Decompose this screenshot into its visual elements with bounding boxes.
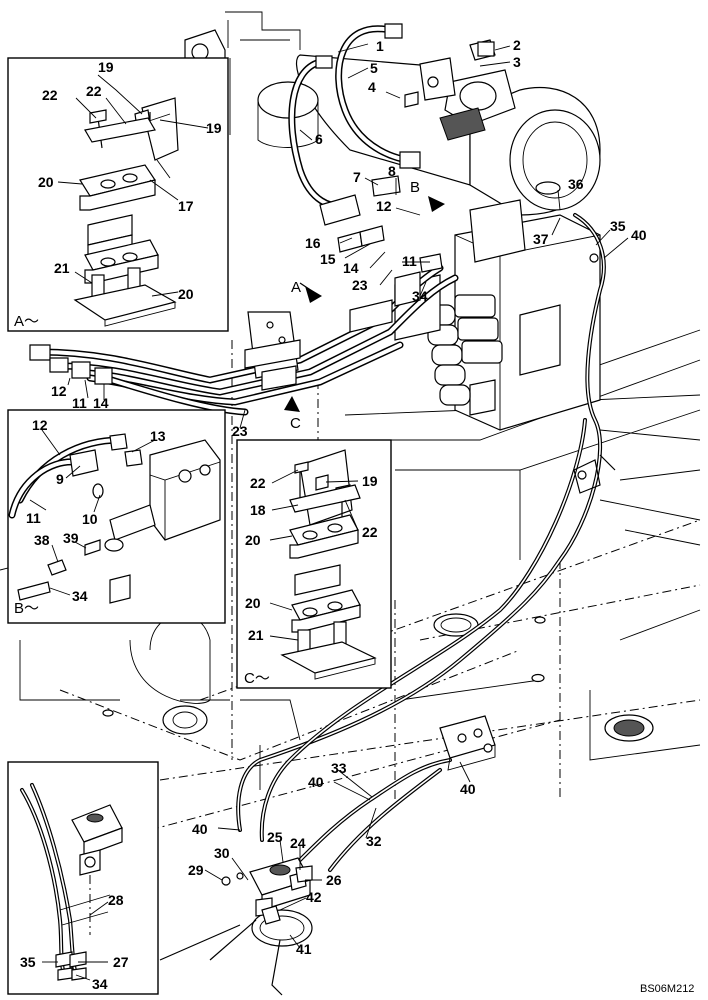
inset-a-callout-22-left: 22 [42, 87, 58, 103]
callout-25: 25 [267, 829, 283, 845]
view-marker-c: C [290, 415, 301, 432]
callout-35: 35 [610, 218, 626, 234]
inset-b-callout-34: 34 [72, 588, 88, 604]
spool-caps [424, 294, 503, 406]
swing-frame-boss [149, 614, 211, 735]
callout-14-left: 14 [93, 395, 109, 411]
callout-41: 41 [296, 941, 312, 957]
callout-12-left: 12 [51, 383, 67, 399]
hydraulic-pump-assembly [295, 39, 601, 216]
callout-40-left: 40 [192, 821, 208, 837]
inset-d-callouts: 28 35 27 34 [20, 892, 129, 992]
floor-openings [102, 613, 654, 947]
callout-23-left: 23 [232, 423, 248, 439]
view-marker-a: A [291, 279, 301, 296]
callout-12: 12 [376, 198, 392, 214]
callout-5: 5 [370, 60, 378, 76]
callout-30: 30 [214, 845, 230, 861]
inset-b-callouts: 12 13 9 11 10 38 39 34 B～ [14, 417, 166, 617]
hose-bundle-a [29, 175, 459, 416]
inset-b-callout-11: 11 [26, 510, 41, 526]
callout-2: 2 [513, 37, 521, 53]
inset-c-callout-20-upper: 20 [245, 532, 261, 548]
inset-a [7, 57, 229, 332]
callout-3: 3 [513, 54, 521, 70]
inset-c [236, 439, 392, 689]
inset-c-callout-19: 19 [362, 473, 378, 489]
callout-11-left: 11 [72, 395, 87, 411]
inset-a-label: A～ [14, 313, 39, 330]
callout-33: 33 [331, 760, 347, 776]
callout-29: 29 [188, 862, 204, 878]
inset-a-callout-20-lower: 20 [178, 286, 194, 302]
inset-d-callout-27: 27 [113, 954, 129, 970]
inset-a-callout-22-mid: 22 [86, 83, 102, 99]
inset-b-callout-13: 13 [150, 428, 166, 444]
inset-b-callout-12: 12 [32, 417, 48, 433]
inset-a-callout-19-top: 19 [98, 59, 114, 75]
inset-a-callout-21: 21 [54, 260, 70, 276]
leader-lines [29, 43, 629, 981]
callout-1: 1 [376, 38, 384, 54]
inset-c-callout-22-right: 22 [362, 524, 378, 540]
travel-pilot-valve [439, 715, 496, 771]
view-arrows [284, 196, 445, 412]
inset-b-callout-10: 10 [82, 511, 98, 527]
inset-c-callout-20-lower: 20 [245, 595, 261, 611]
callout-24: 24 [290, 835, 306, 851]
inset-b-callout-9: 9 [56, 471, 64, 487]
inset-c-callout-18: 18 [250, 502, 266, 518]
inset-b-callout-38: 38 [34, 532, 50, 548]
view-marker-b: B [410, 179, 420, 196]
callout-26: 26 [326, 872, 342, 888]
callout-23: 23 [352, 277, 368, 293]
callout-40-right: 40 [460, 781, 476, 797]
inset-c-label: C～ [244, 670, 270, 687]
callout-16: 16 [305, 235, 321, 251]
callout-11: 11 [402, 253, 417, 269]
callout-7: 7 [353, 169, 361, 185]
inset-c-callouts: 22 19 18 22 20 20 21 C～ [244, 473, 378, 687]
inset-c-callout-22-top: 22 [250, 475, 266, 491]
inset-d-callout-35: 35 [20, 954, 36, 970]
callout-4: 4 [368, 79, 376, 95]
inset-b [7, 409, 226, 624]
inset-b-label: B～ [14, 600, 39, 617]
view-markers: A B C [290, 179, 420, 432]
inset-d-callout-28: 28 [108, 892, 124, 908]
figure-reference: BS06M212 [640, 983, 694, 995]
callout-42: 42 [306, 889, 322, 905]
callout-40: 40 [631, 227, 647, 243]
callout-6: 6 [315, 131, 323, 147]
callout-37: 37 [533, 231, 549, 247]
inset-b-callout-39: 39 [63, 530, 79, 546]
inset-a-callout-20-upper: 20 [38, 174, 54, 190]
inset-a-callout-19-right: 19 [206, 120, 222, 136]
callout-32: 32 [366, 833, 382, 849]
solenoid-valve [159, 857, 313, 996]
inset-a-callout-17: 17 [178, 198, 194, 214]
inset-c-callout-21: 21 [248, 627, 264, 643]
inset-d-callout-34: 34 [92, 976, 108, 992]
callout-15: 15 [320, 251, 336, 267]
callout-34: 34 [412, 288, 428, 304]
callout-8: 8 [388, 163, 396, 179]
inset-a-callouts: 19 22 22 19 20 17 21 20 A～ [14, 59, 222, 330]
pilot-hoses-pump [288, 23, 495, 210]
callout-40-mid: 40 [308, 774, 324, 790]
control-valve-block [394, 199, 601, 431]
main-callouts: 1 2 3 4 5 6 7 8 12 36 35 40 37 16 15 14 … [51, 37, 647, 957]
callout-14: 14 [343, 260, 359, 276]
callout-36: 36 [568, 176, 584, 192]
inset-d [7, 761, 159, 995]
